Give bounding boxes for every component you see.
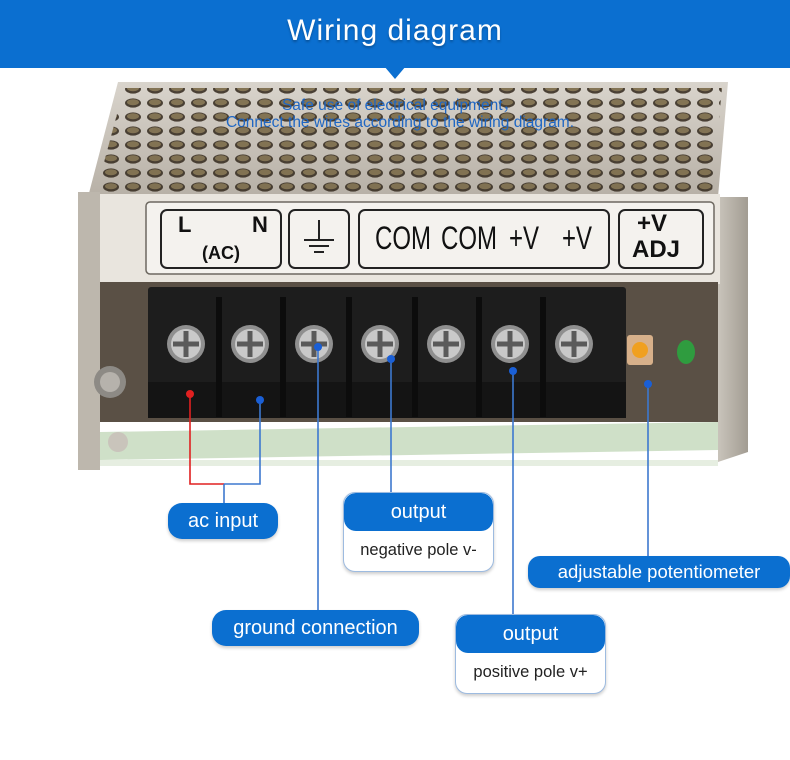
terminal-label-v2: +V [562,220,593,256]
terminal-label-n: N [252,212,268,237]
terminal-label-com1: COM [375,220,431,256]
terminal-label-com2: COM [441,220,497,256]
terminal-label-ac: (AC) [202,243,240,263]
positive-output-desc: positive pole v+ [473,663,588,681]
potentiometer-callout: adjustable potentiometer [528,556,790,588]
ac-input-callout: ac input [168,503,278,539]
banner-pointer [384,66,406,79]
ground-callout: ground connection [212,610,419,646]
page-title: Wiring diagram [287,14,503,47]
side-wall [718,197,748,462]
negative-output-callout: output negative pole v- [343,492,494,572]
terminal-label-l: L [178,212,192,237]
safety-note: Safe use of electrical equipment， [281,97,519,114]
positive-output-title: output [456,615,605,653]
power-supply-illustration [78,82,748,470]
terminal-label-v1: +V [509,220,540,256]
wiring-instruction: Connect the wires according to the wirin… [225,114,575,131]
terminal-label-adj-v: +V [637,210,668,237]
negative-output-desc: negative pole v- [360,541,477,559]
header-banner: Wiring diagram [0,0,790,68]
circuit-board [100,422,718,460]
negative-output-title: output [344,493,493,531]
terminal-label-adj: ADJ [632,236,681,263]
positive-output-callout: output positive pole v+ [455,614,606,694]
